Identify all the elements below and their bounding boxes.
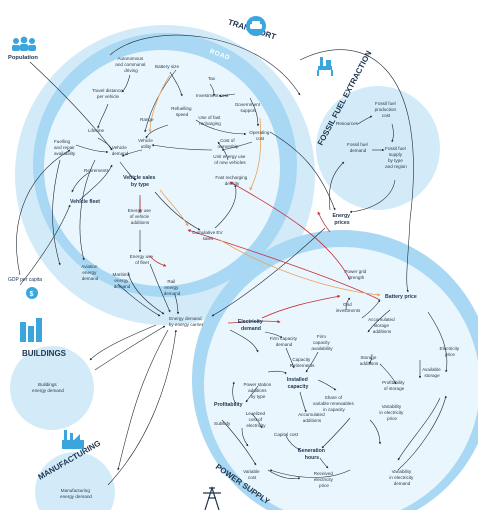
node-grid-investments: Grid investments [336, 302, 361, 313]
buildings-title: BUILDINGS [22, 349, 67, 358]
node-resources: Resources [336, 121, 359, 126]
node-power-grid-strength: Power grid strength [344, 269, 367, 280]
arrows-orange [148, 74, 381, 297]
node-vehicle-utility: Vehicle utility [138, 138, 154, 149]
node-available-storage: Available storage [422, 367, 442, 378]
node-fuelling-repair: Fuelling and repair availability [54, 139, 76, 156]
node-retirements: Retirements [84, 168, 109, 173]
buildings-icon [20, 318, 42, 342]
node-battery-size: Battery size [155, 64, 179, 69]
arrows-power [221, 297, 448, 480]
transport-nodes: Autonomous and communal driving Battery … [54, 56, 270, 296]
node-capital-cost: Capital cost [274, 432, 299, 437]
node-government-support: Government support [235, 102, 262, 113]
node-received-electricity-price: Received electricity price [314, 471, 334, 488]
node-capacity-retirements: Capacity Retirements [290, 357, 315, 368]
arrows-transport [16, 34, 301, 317]
buildings-circle [10, 346, 94, 430]
node-lifetime: Lifetime [88, 128, 105, 133]
node-share-variable-renewables: Share of variable renewables in capacity [313, 395, 355, 412]
node-ff-demand: Fossil fuel demand [347, 142, 369, 153]
population-icon [12, 36, 36, 51]
node-cumulative-ev-sales: Cumulative EV sales [192, 230, 224, 241]
node-variable-cost: Variable cost [243, 469, 261, 480]
fossil-nodes: Resources Fossil fuel production cost Fo… [336, 101, 407, 169]
node-vehicle-demand: Vehicle demand [112, 145, 129, 156]
node-refuelling-speed: Refuelling speed [171, 106, 193, 117]
node-energy-demand-by-carrier: Energy demand by energy carrier [169, 316, 204, 327]
node-maritime-energy-demand: Maritime energy demand [113, 272, 132, 289]
node-levelized-cost: Levelized cost of electricity [246, 411, 267, 428]
node-use-fast-recharging: Use of fast recharging [198, 115, 221, 126]
node-installed-capacity: Installed capacity [287, 377, 310, 390]
node-unit-energy-use: Unit energy use of new vehicles [213, 154, 246, 165]
node-investment-cost: Investment cost [196, 93, 229, 98]
node-manufacturing-energy-demand: Manufacturing energy demand [60, 488, 92, 499]
node-firm-capacity-availability: Firm capacity availability [311, 334, 333, 351]
node-operating-cost: Operating cost [249, 130, 270, 141]
node-vehicle-fleet: Vehicle fleet [70, 199, 100, 205]
oil-platform-icon [317, 57, 333, 76]
node-buildings-energy-demand: Buildings energy demand [32, 382, 64, 393]
node-energy-prices: Energy prices [332, 213, 351, 226]
node-energy-use-vehicle-additions: Energy use of vehicle additions [128, 208, 153, 225]
power-nodes: Power grid strength Grid investments Bat… [214, 269, 460, 488]
arrows-fossil [269, 49, 414, 293]
node-power-station-additions: Power station additions by type [243, 382, 272, 399]
node-aviation-energy-demand: Aviation energy demand [81, 264, 99, 281]
svg-text:$: $ [30, 291, 34, 298]
power-tower-icon [203, 486, 221, 510]
node-autonomous: Autonomous and communal driving [115, 56, 146, 73]
node-firm-capacity-demand: Firm capacity demand [270, 336, 299, 347]
population-label: Population [8, 55, 38, 61]
node-energy-use-fleet: Energy use of fleet [130, 254, 155, 265]
node-cost-of-ownership: Cost of ownership [218, 138, 239, 149]
arrows-red [138, 181, 381, 324]
node-electricity-price: Electricity price [440, 346, 461, 357]
node-range: Range [140, 117, 154, 122]
node-battery-price: Battery price [385, 294, 417, 300]
factory-icon [62, 430, 84, 449]
node-tax: Tax [208, 76, 216, 81]
node-rail-energy-demand: Rail energy demand [164, 279, 181, 296]
gdp-per-capita-label: GDP per capita [8, 277, 42, 283]
car-icon [246, 16, 266, 36]
node-variability-electricity-demand: Variability in electricity demand [389, 469, 414, 486]
node-storage-additions: Storage additions [360, 355, 379, 366]
node-profitability: Profitability [214, 402, 243, 408]
node-accumulated-storage-additions: Accumulated storage additions [368, 317, 396, 334]
node-accumulated-additions: Accumulated additions [298, 412, 326, 423]
road-inner-circle [44, 50, 280, 286]
node-generation-hours: Generation hours [298, 448, 327, 461]
node-ff-production-cost: Fossil fuel production cost [375, 101, 398, 118]
section-circles [10, 25, 478, 510]
manufacturing-circle [35, 452, 115, 510]
node-subsidy: Subsidy [214, 421, 231, 426]
node-vehicle-sales: Vehicle sales by type [123, 175, 157, 188]
power-supply-inner-circle [204, 247, 478, 510]
gdp-money-icon: $ [26, 287, 38, 299]
node-ff-supply: Fossil fuel supply by type and region [385, 146, 407, 169]
node-electricity-demand: Electricity demand [238, 319, 264, 332]
fossil-fuel-circle [316, 86, 440, 210]
node-variability-electricity-price: Variability in electricity price [379, 404, 404, 421]
arrows-middle [89, 227, 326, 486]
node-profitability-storage: Profitability of storage [382, 380, 406, 391]
node-fast-recharging-density: Fast recharging density [215, 175, 248, 186]
node-travel-distance: Travel distance per vehicle [92, 88, 124, 99]
